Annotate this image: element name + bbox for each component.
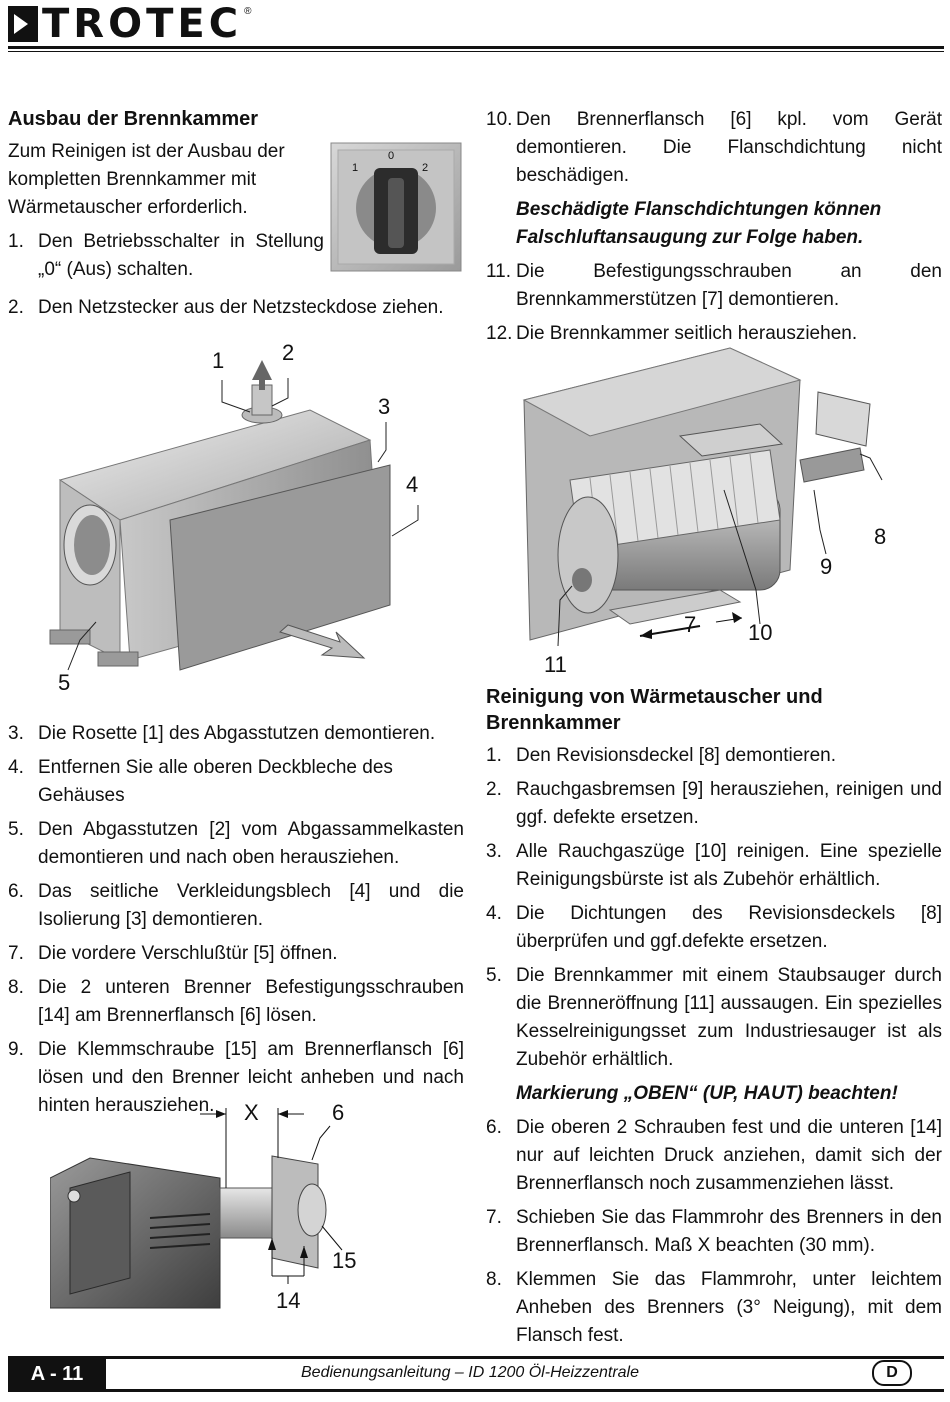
registered-mark: ® [244,6,252,17]
heater-housing-figure: 1 2 3 4 5 [40,340,470,700]
header-rule [8,46,944,49]
list-item: 11. Die Befestigungsschrauben an den Bre… [486,261,942,310]
heading-reinigung: Reinigung von Wärmetauscher und Brennkam… [486,686,823,734]
list-item: 6. Die oberen 2 Schrauben fest und die u… [486,1117,942,1194]
list-item: 6. Das seitliche Verkleidungsblech [4] u… [8,881,464,930]
section-steps-3-9: 3. Die Rosette [1] des Abgasstutzen demo… [8,720,464,1120]
callout-14: 14 [276,1288,301,1313]
switch-label-2: 2 [422,162,429,174]
list-item: 8. Klemmen Sie das Flammrohr, unter leic… [486,1269,942,1346]
callout-3: 3 [378,394,391,419]
callout-9: 9 [820,554,833,579]
list-item: 10. Den Brennerflansch [6] kpl. vom Gerä… [486,109,942,186]
switch-label-0: 0 [388,150,395,162]
page-number: A - 11 [8,1356,106,1392]
footer-bar [8,1356,944,1392]
callout-x: X [244,1100,259,1125]
callout-15: 15 [332,1248,357,1273]
callout-11: 11 [544,652,567,677]
list-item: 4. Entfernen Sie alle oberen Deckbleche … [8,757,393,806]
intro-text: Zum Reinigen ist der Ausbau der komplett… [8,141,285,218]
callout-1: 1 [212,348,225,373]
language-badge: D [872,1360,912,1386]
callout-5: 5 [58,670,71,695]
section-steps-10-12: 10. Den Brennerflansch [6] kpl. vom Gerä… [486,106,942,348]
logo-wordmark: TROTEC [42,1,243,47]
callout-2: 2 [282,340,295,365]
logo-mark-icon [8,6,38,42]
list-item: 3. Alle Rauchgaszüge [10] reinigen. Eine… [486,841,942,890]
list-item: 5. Den Abgasstutzen [2] vom Abgassammelk… [8,819,464,868]
burner-figure: X 6 15 14 [50,1098,370,1318]
section-ausbau: Ausbau der Brennkammer Zum Reinigen ist … [8,106,324,284]
list-item: 9. Die Klemmschraube [15] am Brennerflan… [8,1039,464,1116]
step-2: 2. Den Netzstecker aus der Netzsteckdose… [8,294,468,322]
trotec-logo: TROTEC ® [8,4,251,44]
switch-figure: 1 0 2 [330,142,462,272]
list-item: 7. Schieben Sie das Flammrohr des Brenne… [486,1207,942,1256]
section-reinigung: Reinigung von Wärmetauscher und Brennkam… [486,684,942,1350]
list-item: 8. Die 2 unteren Brenner Befestigungssch… [8,977,464,1026]
list-item: 12. Die Brennkammer seitlich herausziehe… [486,323,858,344]
list-item: 7. Die vordere Verschlußtür [5] öffnen. [8,943,338,964]
list-item: 5. Die Brennkammer mit einem Staubsauger… [486,965,942,1070]
switch-label-1: 1 [352,162,359,174]
list-item: 2. Rauchgasbremsen [9] herausziehen, rei… [486,779,942,828]
header-rule-thin [8,51,944,52]
list-item: 3. Die Rosette [1] des Abgasstutzen demo… [8,723,436,744]
list-item: 2. Den Netzstecker aus der Netzsteckdose… [8,297,444,318]
heading-ausbau: Ausbau der Brennkammer [8,108,259,130]
list-item: 4. Die Dichtungen des Revisionsdeckels [… [486,903,942,952]
warning-note: Beschädigte Flanschdichtungen können Fal… [516,199,882,248]
callout-6: 6 [332,1100,345,1125]
callout-7: 7 [684,612,697,637]
list-item: 1. Den Betriebsschalter in Stellung „0“ … [8,231,324,280]
callout-4: 4 [406,472,419,497]
callout-8: 8 [874,524,887,549]
callout-10: 10 [748,620,773,645]
oben-note: Markierung „OBEN“ (UP, HAUT) beachten! [516,1083,898,1104]
combustion-chamber-figure: 8 9 7 10 11 [520,340,940,680]
footer-title: Bedienungsanleitung – ID 1200 Öl-Heizzen… [301,1364,639,1381]
list-item: 1. Den Revisionsdeckel [8] demontieren. [486,745,837,766]
